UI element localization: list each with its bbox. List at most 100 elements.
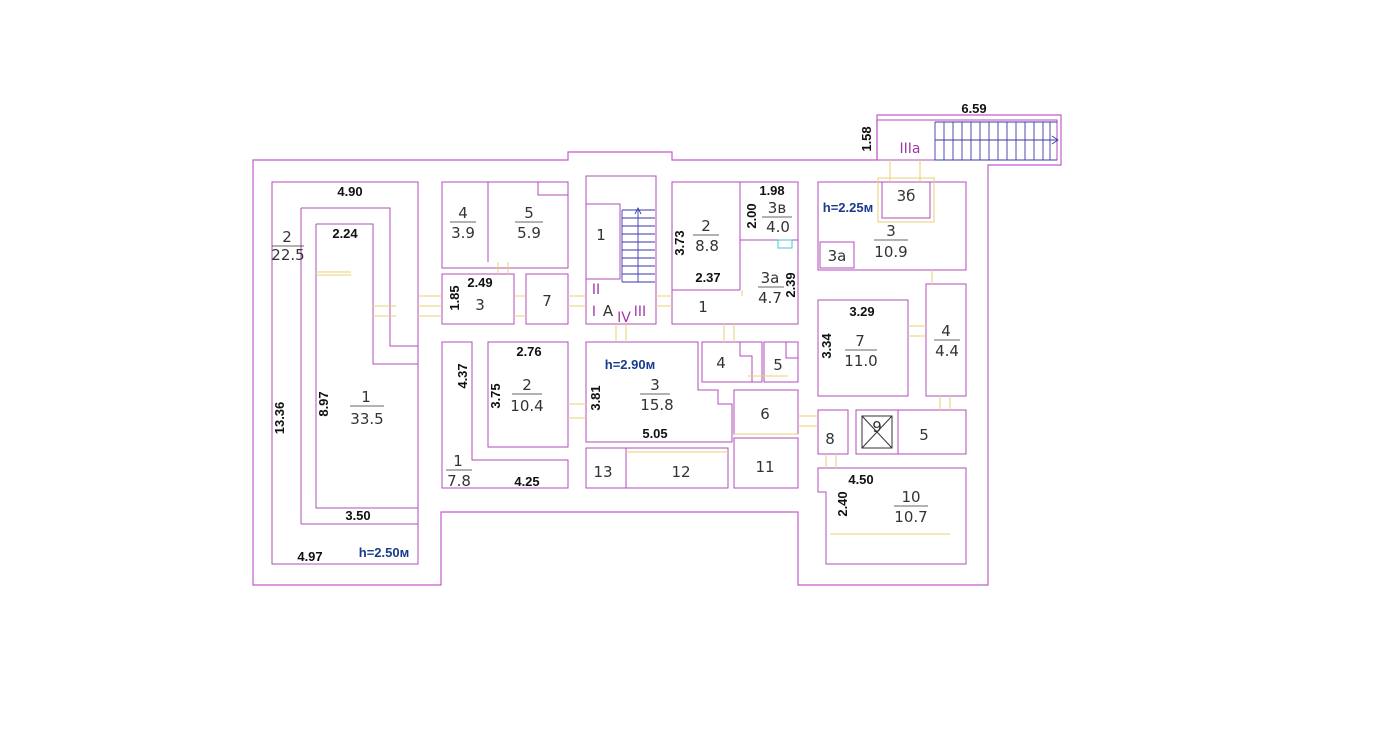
svg-text:7: 7 (855, 332, 865, 350)
rooms-4-5 (441, 181, 569, 269)
dim-left-inner-top: 2.24 (332, 226, 358, 241)
room-r10-outline (817, 467, 967, 565)
svg-text:3: 3 (650, 376, 660, 394)
dim-room3v-height: 2.00 (744, 203, 759, 228)
dim-left-outer-bottom: 4.97 (297, 549, 322, 564)
svg-text:4.4: 4.4 (935, 342, 959, 360)
room-1-outline (300, 207, 418, 525)
room-label-m3v: 3в 4.0 (762, 199, 792, 236)
dim-room7-height: 3.34 (819, 333, 834, 359)
room-label-r8: 8 (825, 430, 835, 448)
dim-room10-height: 2.40 (835, 491, 850, 516)
room-3b-outline (881, 181, 931, 219)
svg-text:2: 2 (701, 217, 711, 235)
elevator-icon (861, 415, 893, 449)
svg-text:8.8: 8.8 (695, 237, 719, 255)
room-r5-outline (855, 409, 967, 455)
room-label-r3a: 3a (828, 247, 847, 265)
dim-room1-width: 2.37 (695, 270, 720, 285)
svg-text:10: 10 (901, 488, 920, 506)
dim-room-c3-height: 3.81 (588, 385, 603, 410)
svg-text:5: 5 (524, 204, 534, 222)
room-label-c12: 12 (671, 463, 690, 481)
room-11-outline (733, 437, 799, 489)
room-label-m3a: 3a 4.7 (758, 269, 784, 307)
dim-stair-width: 6.59 (961, 101, 986, 116)
dim-room3-width: 2.49 (467, 275, 492, 290)
svg-text:4: 4 (941, 322, 951, 340)
dim-room-a2-width: 2.76 (516, 344, 541, 359)
dim-left-outer-top: 4.90 (337, 184, 362, 199)
room-3a-outline (819, 241, 855, 269)
height-center: h=2.90м (605, 357, 655, 372)
dim-stair-depth: 1.58 (859, 126, 874, 151)
room-label-c6: 6 (760, 405, 770, 423)
dim-room-a-height: 4.37 (455, 363, 470, 388)
dim-room3v-width: 1.98 (759, 183, 784, 198)
room-12-outline (625, 447, 729, 489)
svg-text:5.9: 5.9 (517, 224, 541, 242)
building-outline (252, 114, 1062, 586)
dim-room2-height: 3.73 (672, 230, 687, 255)
room-r4-outline (925, 283, 967, 397)
room-label-l5: 5 5.9 (515, 204, 543, 242)
svg-text:7.8: 7.8 (447, 472, 471, 490)
room-label-c11: 11 (755, 458, 774, 476)
dim-room7-width: 3.29 (849, 304, 874, 319)
dim-left-inner-height: 8.97 (316, 391, 331, 416)
dim-left-inner-bottom: 3.50 (345, 508, 370, 523)
room-r8-outline (817, 409, 849, 455)
room-label-l7: 7 (542, 292, 552, 310)
room-l1-outline (441, 341, 569, 489)
room-label-c3: 3 15.8 (640, 376, 674, 414)
dim-room-a2-height: 3.75 (488, 383, 503, 408)
dim-left-outer-height: 13.36 (272, 402, 287, 435)
room-r7-outline (817, 299, 909, 397)
svg-text:4: 4 (458, 204, 468, 222)
svg-text:2: 2 (522, 376, 532, 394)
room-label-r1: 1 33.5 (350, 388, 384, 428)
room-label-c5: 5 (773, 356, 783, 374)
dim-room-bottom-width: 4.25 (514, 474, 539, 489)
rooms-m-block (671, 181, 799, 325)
room-2-outline (271, 181, 419, 565)
dim-room3a-height: 2.39 (783, 272, 798, 297)
room-c2-outline (487, 341, 569, 448)
room-label-c4: 4 (716, 354, 726, 372)
room-label-l3: 3 (475, 296, 485, 314)
dim-room3-height: 1.85 (447, 285, 462, 310)
svg-text:10.4: 10.4 (510, 397, 543, 415)
svg-text:1: 1 (361, 388, 371, 406)
room-label-m2: 2 8.8 (693, 217, 719, 255)
room-c1-outline (585, 203, 621, 280)
svg-text:10.9: 10.9 (874, 243, 907, 261)
room-label-r10: 10 10.7 (894, 488, 928, 526)
room-label-r7: 7 11.0 (844, 332, 877, 370)
door-openings (372, 160, 951, 468)
svg-text:15.8: 15.8 (640, 396, 673, 414)
room-c4-outline (701, 341, 763, 383)
svg-text:3в: 3в (768, 199, 786, 217)
room-label-r9: 9 (872, 418, 882, 436)
room-label-m1: 1 (698, 298, 708, 316)
label-roman-ii: II (592, 282, 600, 298)
room-7-outline (525, 273, 569, 325)
room-label-c13: 13 (593, 463, 612, 481)
svg-text:1: 1 (453, 452, 463, 470)
room-label-c1: 1 (596, 226, 606, 244)
svg-text:4.0: 4.0 (766, 218, 790, 236)
room-label-l1: 1 7.8 (446, 452, 472, 490)
room-label-r3: 3 10.9 (874, 222, 908, 261)
svg-text:4.7: 4.7 (758, 289, 782, 307)
center-stair-steps (621, 206, 655, 283)
label-stair-entry: IIIa (900, 141, 921, 157)
room-label-c2: 2 10.4 (510, 376, 543, 415)
room-c3-outline (585, 341, 733, 443)
height-right: h=2.25м (823, 200, 873, 215)
room-label-r2: 2 22.5 (271, 228, 304, 264)
room-label-r4: 4 4.4 (934, 322, 960, 360)
room-3-outline (441, 273, 515, 325)
dim-room-c3-width: 5.05 (642, 426, 667, 441)
label-roman-iv: IV (617, 310, 631, 326)
